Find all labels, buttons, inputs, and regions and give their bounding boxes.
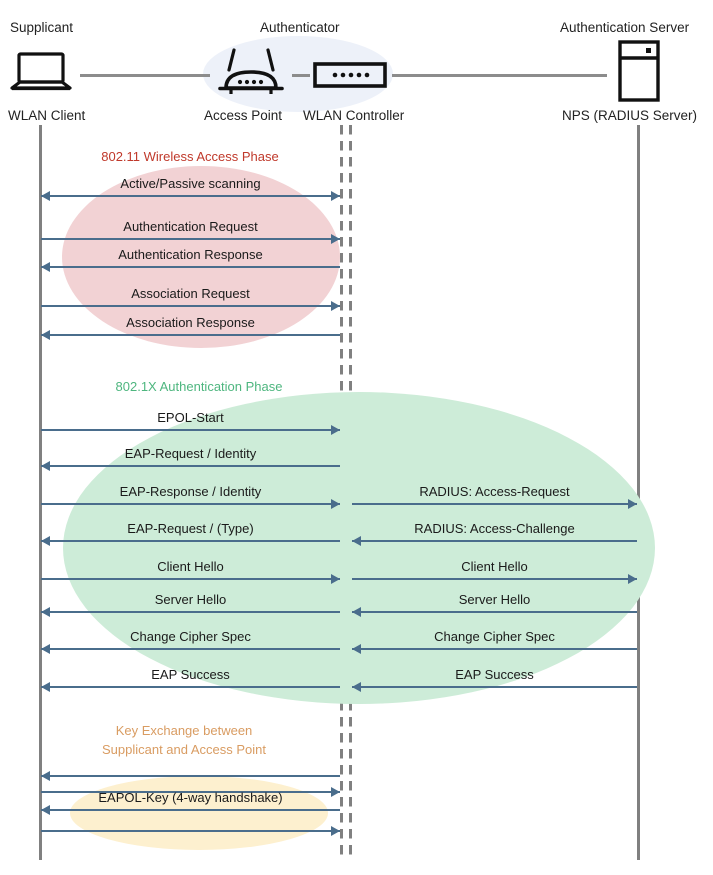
- laptop-icon: [10, 52, 76, 101]
- message-label: Server Hello: [154, 592, 227, 607]
- message-label: Authentication Response: [118, 247, 263, 262]
- link-controller-to-nps: [392, 74, 607, 77]
- wlan-controller-icon: [313, 62, 387, 93]
- message-label: EAP Success: [151, 667, 230, 682]
- arrowhead-right-icon: [331, 191, 340, 201]
- access-point-icon: [215, 48, 287, 101]
- message-label: Client Hello: [157, 559, 224, 574]
- message-label: Association Response: [126, 315, 255, 330]
- message-line: [352, 611, 637, 613]
- arrowhead-right-icon: [331, 826, 340, 836]
- message-label: EAP-Request / (Type): [127, 521, 254, 536]
- message-line: [41, 578, 340, 580]
- message-line: [352, 686, 637, 688]
- phase-label-wireless-access: 802.11 Wireless Access Phase: [101, 149, 279, 164]
- arrowhead-left-icon: [41, 461, 50, 471]
- arrowhead-left-icon: [352, 644, 361, 654]
- actor-device-wlan-client: WLAN Client: [8, 108, 86, 123]
- lifeline-supplicant: [39, 125, 42, 860]
- message-line: [41, 429, 340, 431]
- arrowhead-right-icon: [331, 301, 340, 311]
- arrowhead-left-icon: [352, 607, 361, 617]
- actor-device-wlan-controller: WLAN Controller: [303, 108, 405, 123]
- message-label: Client Hello: [461, 559, 528, 574]
- phase-blob-dot1x-auth: [63, 392, 655, 704]
- message-line: [41, 465, 340, 467]
- message-label: Change Cipher Spec: [434, 629, 555, 644]
- message-line: [41, 503, 340, 505]
- arrowhead-left-icon: [41, 262, 50, 272]
- message-label: RADIUS: Access-Request: [419, 484, 570, 499]
- message-line: [41, 238, 340, 240]
- message-label: Active/Passive scanning: [120, 176, 261, 191]
- lifeline-authentication-server: [637, 125, 640, 860]
- message-line: [41, 830, 340, 832]
- message-label: EAP Success: [455, 667, 534, 682]
- arrowhead-left-icon: [41, 805, 50, 815]
- message-line: [41, 195, 340, 197]
- message-line: [41, 809, 340, 811]
- actor-role-authenticator: Authenticator: [260, 20, 340, 35]
- message-line: [352, 648, 637, 650]
- actor-device-nps-server: NPS (RADIUS Server): [562, 108, 698, 123]
- message-line: [41, 648, 340, 650]
- message-line: [41, 775, 340, 777]
- arrowhead-right-icon: [331, 574, 340, 584]
- message-label: Authentication Request: [123, 219, 258, 234]
- message-label: Association Request: [131, 286, 250, 301]
- arrowhead-left-icon: [41, 536, 50, 546]
- message-line: [41, 540, 340, 542]
- message-label: EAP-Response / Identity: [119, 484, 262, 499]
- arrowhead-left-icon: [352, 682, 361, 692]
- message-line: [41, 791, 340, 793]
- arrowhead-left-icon: [41, 682, 50, 692]
- arrowhead-left-icon: [41, 607, 50, 617]
- message-line: [41, 266, 340, 268]
- arrowhead-left-icon: [41, 771, 50, 781]
- actor-role-authentication-server: Authentication Server: [560, 20, 690, 35]
- message-line: [41, 334, 340, 336]
- actor-device-access-point: Access Point: [204, 108, 283, 123]
- arrowhead-right-icon: [628, 499, 637, 509]
- arrowhead-right-icon: [628, 574, 637, 584]
- message-line: [41, 611, 340, 613]
- arrowhead-right-icon: [331, 499, 340, 509]
- actor-role-supplicant: Supplicant: [10, 20, 74, 35]
- message-label: EAP-Request / Identity: [124, 446, 257, 461]
- message-line: [41, 305, 340, 307]
- arrowhead-right-icon: [331, 787, 340, 797]
- arrowhead-left-icon: [41, 191, 50, 201]
- message-label: EPOL-Start: [157, 410, 224, 425]
- phase-label-key-exchange: Key Exchange between Supplicant and Acce…: [101, 723, 267, 757]
- message-line: [352, 503, 637, 505]
- phase-label-dot1x-auth: 802.1X Authentication Phase: [115, 379, 283, 394]
- arrowhead-left-icon: [41, 644, 50, 654]
- link-client-to-ap: [80, 74, 210, 77]
- message-label: EAPOL-Key (4-way handshake): [98, 790, 283, 805]
- server-icon: [618, 40, 660, 107]
- message-line: [352, 540, 637, 542]
- phase-blob-key-exchange: [70, 776, 328, 850]
- link-ap-to-controller: [292, 74, 310, 77]
- arrowhead-right-icon: [331, 234, 340, 244]
- message-label: Change Cipher Spec: [130, 629, 251, 644]
- arrowhead-left-icon: [41, 330, 50, 340]
- message-line: [41, 686, 340, 688]
- message-line: [352, 578, 637, 580]
- arrowhead-left-icon: [352, 536, 361, 546]
- message-label: RADIUS: Access-Challenge: [414, 521, 575, 536]
- message-label: Server Hello: [458, 592, 531, 607]
- arrowhead-right-icon: [331, 425, 340, 435]
